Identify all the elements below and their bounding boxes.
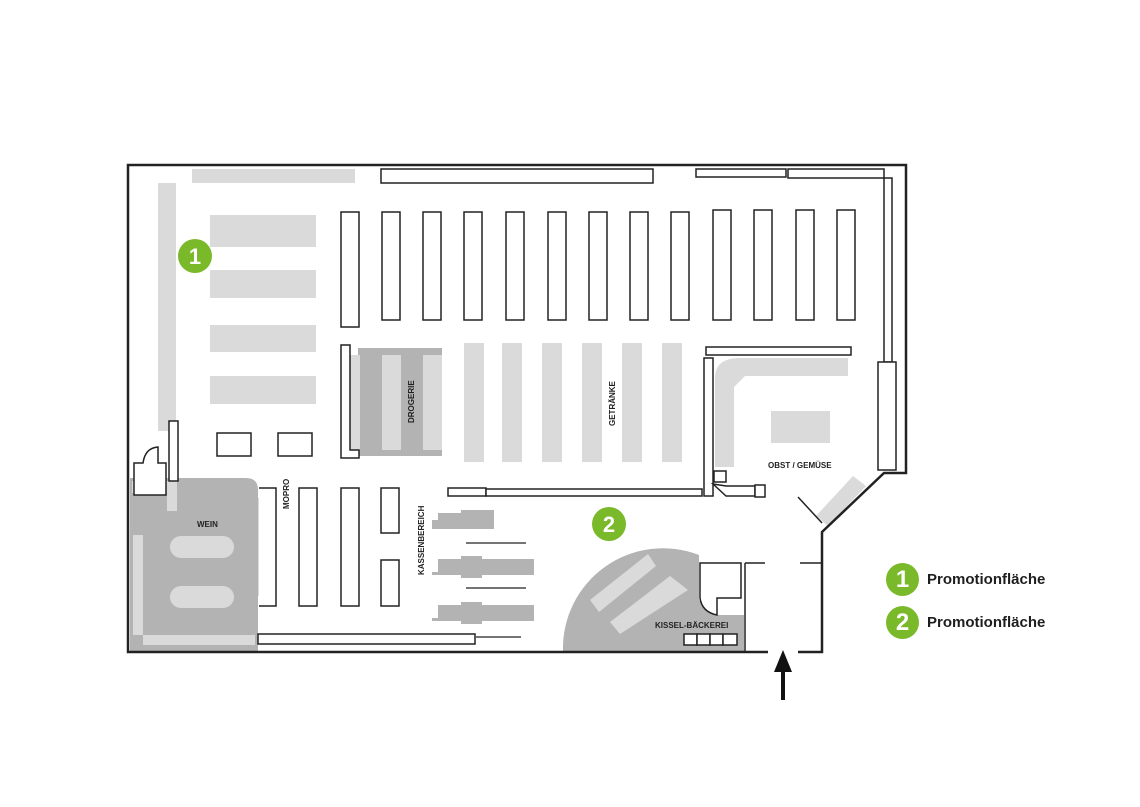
promotion-marker-2: 2 [592, 507, 626, 541]
checkouts [432, 510, 534, 624]
legend-item-1: 1 Promotionfläche [886, 563, 1045, 596]
legend-label: Promotionfläche [927, 571, 1046, 588]
legend-badge: 2 [886, 606, 919, 639]
legend-item-2: 2 Promotionfläche [886, 606, 1045, 639]
label-kassenbereich: KASSENBEREICH [417, 505, 426, 575]
label-wein: WEIN [197, 520, 218, 529]
label-mopro: MOPRO [282, 479, 291, 509]
arrow-up-icon [774, 650, 792, 700]
walls [126, 163, 908, 654]
svg-text:2: 2 [603, 512, 615, 537]
legend-badge: 1 [886, 563, 919, 596]
wein-zone [130, 478, 258, 651]
label-obst-gemuese: OBST / GEMÜSE [768, 461, 832, 470]
legend-label: Promotionfläche [927, 614, 1046, 631]
svg-text:1: 1 [189, 244, 201, 269]
checkout-lines [466, 542, 526, 638]
label-kissel-baeckerei: KISSEL-BÄCKEREI [655, 621, 728, 630]
label-drogerie: DROGERIE [407, 380, 416, 423]
label-getraenke: GETRÄNKE [608, 380, 617, 426]
light-fixtures [132, 169, 866, 645]
promotion-marker-1: 1 [178, 239, 212, 273]
shelves [133, 168, 897, 646]
